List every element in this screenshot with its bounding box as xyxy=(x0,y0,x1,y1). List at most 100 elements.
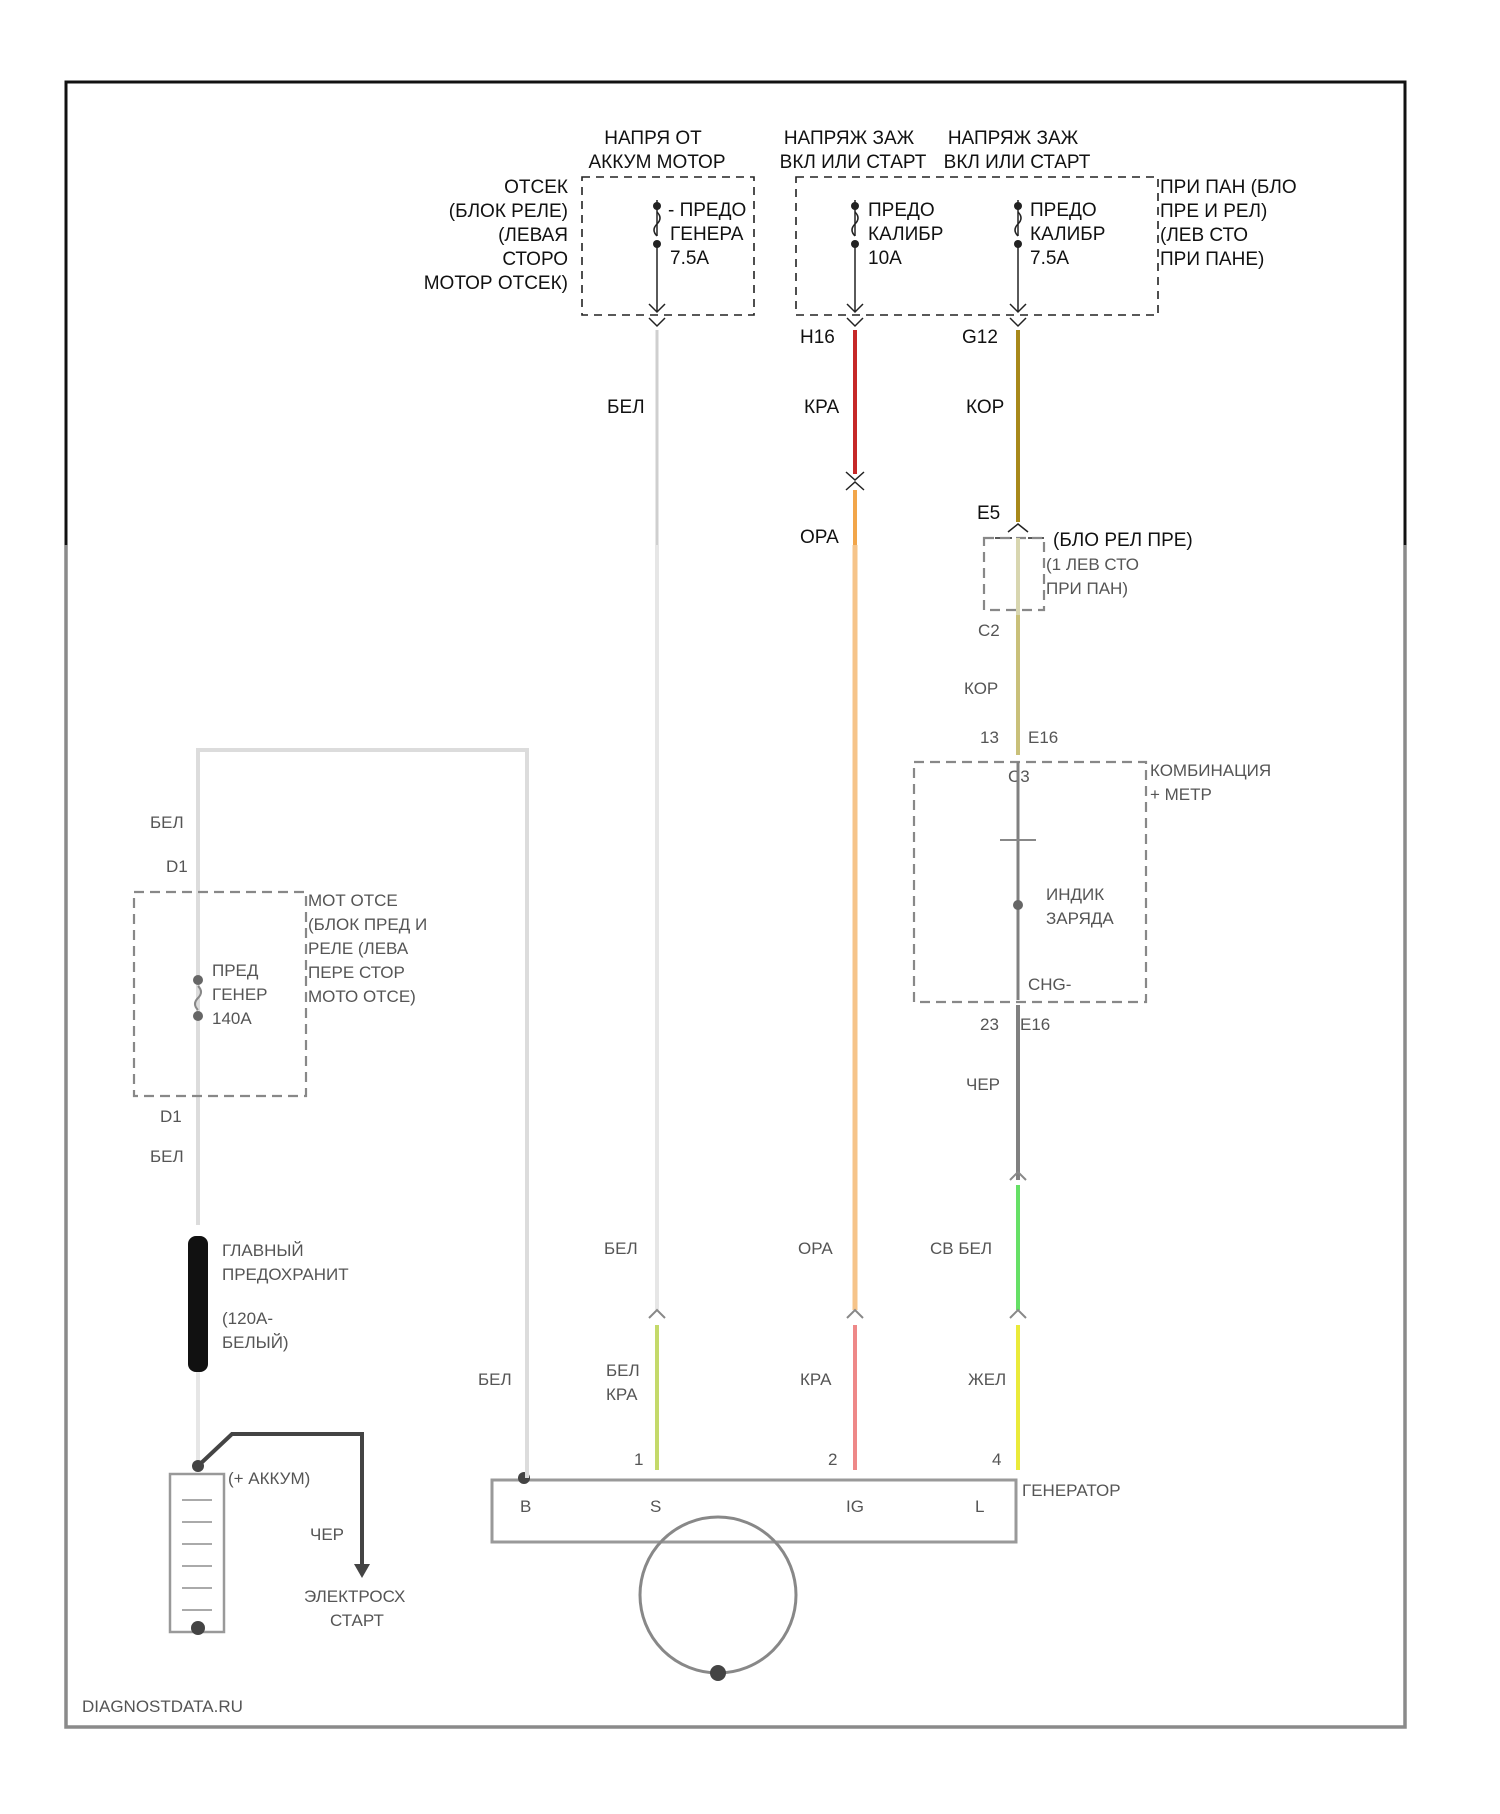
svg-text:БЕЛ: БЕЛ xyxy=(150,813,184,832)
svg-text:СТАРТ: СТАРТ xyxy=(330,1611,384,1630)
svg-text:КАЛИБР: КАЛИБР xyxy=(1030,224,1105,245)
svg-text:(БЛОК РЕЛЕ): (БЛОК РЕЛЕ) xyxy=(449,201,568,222)
svg-text:ПРИ ПАН): ПРИ ПАН) xyxy=(1046,579,1128,598)
svg-text:7.5A: 7.5A xyxy=(1030,248,1069,269)
svg-text:МОТО ОТСЕ): МОТО ОТСЕ) xyxy=(308,987,416,1006)
svg-text:ПРЕД: ПРЕД xyxy=(212,961,259,980)
voltage-ign1-line2: ВКЛ ИЛИ СТАРТ xyxy=(780,152,927,173)
fuse-calibr-7-5a: ПРЕДО КАЛИБР 7.5A xyxy=(1010,200,1105,326)
svg-text:СТОРО: СТОРО xyxy=(502,249,568,270)
svg-text:КРА: КРА xyxy=(800,1370,832,1389)
panel-relay-box xyxy=(796,177,1158,315)
svg-text:ГЕНЕР: ГЕНЕР xyxy=(212,985,268,1004)
svg-text:БЕЛ: БЕЛ xyxy=(606,1361,640,1380)
engine-relay-box-label: ОТСЕК (БЛОК РЕЛЕ) (ЛЕВАЯ СТОРО МОТОР ОТС… xyxy=(424,177,568,294)
svg-text:13: 13 xyxy=(980,728,999,747)
watermark: DIAGNOSTDATA.RU xyxy=(82,1697,243,1716)
svg-text:2: 2 xyxy=(828,1450,837,1469)
svg-text:ЭЛЕКТРОСХ: ЭЛЕКТРОСХ xyxy=(304,1587,405,1606)
svg-text:БЕЛ: БЕЛ xyxy=(478,1370,512,1389)
svg-text:БЕЛ: БЕЛ xyxy=(604,1239,638,1258)
voltage-battery-line1: НАПРЯ ОТ xyxy=(604,128,702,149)
svg-text:МОТ ОТСЕ: МОТ ОТСЕ xyxy=(308,891,398,910)
svg-text:- ПРЕДО: - ПРЕДО xyxy=(668,200,746,221)
svg-text:S: S xyxy=(650,1497,661,1516)
svg-text:(ЛЕВАЯ: (ЛЕВАЯ xyxy=(498,225,568,246)
svg-text:(+ АККУМ): (+ АККУМ) xyxy=(228,1469,310,1488)
svg-text:СВ БЕЛ: СВ БЕЛ xyxy=(930,1239,992,1258)
main-fuse xyxy=(188,1236,208,1372)
svg-text:ПРИ ПАНЕ): ПРИ ПАНЕ) xyxy=(1160,249,1264,270)
svg-text:(120A-: (120A- xyxy=(222,1309,273,1328)
svg-text:ПРЕ И РЕЛ): ПРЕ И РЕЛ) xyxy=(1160,201,1267,222)
svg-text:IG: IG xyxy=(846,1497,864,1516)
svg-text:ИНДИК: ИНДИК xyxy=(1046,885,1104,904)
voltage-ign1-line1: НАПРЯЖ ЗАЖ xyxy=(784,128,915,149)
svg-text:ЧЕР: ЧЕР xyxy=(966,1075,1000,1094)
connector-g12: G12 xyxy=(962,327,998,348)
svg-text:E16: E16 xyxy=(1020,1015,1050,1034)
svg-text:1: 1 xyxy=(634,1450,643,1469)
svg-text:КОР: КОР xyxy=(964,679,998,698)
svg-text:+ МЕТР: + МЕТР xyxy=(1150,785,1212,804)
svg-text:ПРЕДОХРАНИТ: ПРЕДОХРАНИТ xyxy=(222,1265,349,1284)
svg-text:CHG-: CHG- xyxy=(1028,975,1071,994)
relay-block-label: (БЛО РЕЛ ПРЕ) xyxy=(1053,530,1193,551)
generator-rotor xyxy=(640,1517,796,1673)
panel-relay-box-label: ПРИ ПАН (БЛО ПРЕ И РЕЛ) (ЛЕВ СТО ПРИ ПАН… xyxy=(1160,177,1297,270)
svg-text:L: L xyxy=(975,1497,984,1516)
svg-text:ЗАРЯДА: ЗАРЯДА xyxy=(1046,909,1114,928)
header-labels: НАПРЯ ОТ АККУМ МОТОР НАПРЯЖ ЗАЖ ВКЛ ИЛИ … xyxy=(588,128,1090,173)
svg-text:D1: D1 xyxy=(166,857,188,876)
svg-text:ЖЕЛ: ЖЕЛ xyxy=(968,1370,1006,1389)
svg-text:D1: D1 xyxy=(160,1107,182,1126)
svg-text:БЕЛЫЙ): БЕЛЫЙ) xyxy=(222,1333,289,1352)
svg-text:С2: С2 xyxy=(978,621,1000,640)
svg-text:ПРЕДО: ПРЕДО xyxy=(1030,200,1097,221)
svg-text:ЧЕР: ЧЕР xyxy=(310,1525,344,1544)
wire-starter xyxy=(198,1434,362,1566)
svg-text:7.5A: 7.5A xyxy=(670,248,709,269)
svg-text:23: 23 xyxy=(980,1015,999,1034)
voltage-battery-line2: АККУМ МОТОР xyxy=(588,152,725,173)
svg-text:КРА: КРА xyxy=(606,1385,638,1404)
svg-text:(1 ЛЕВ СТО: (1 ЛЕВ СТО xyxy=(1046,555,1139,574)
svg-text:ПРЕДО: ПРЕДО xyxy=(868,200,935,221)
fuse-calibr-10a: ПРЕДО КАЛИБР 10A xyxy=(847,200,943,326)
svg-text:(БЛОК ПРЕД И: (БЛОК ПРЕД И xyxy=(308,915,427,934)
svg-text:ПЕРЕ СТОР: ПЕРЕ СТОР xyxy=(308,963,405,982)
wire-label-kor: КОР xyxy=(966,397,1004,418)
svg-text:(ЛЕВ СТО: (ЛЕВ СТО xyxy=(1160,225,1248,246)
relay-block-box xyxy=(984,538,1044,610)
svg-text:4: 4 xyxy=(992,1450,1001,1469)
voltage-ign2-line1: НАПРЯЖ ЗАЖ xyxy=(948,128,1079,149)
voltage-ign2-line2: ВКЛ ИЛИ СТАРТ xyxy=(944,152,1091,173)
battery xyxy=(170,1474,224,1632)
svg-text:ГЕНЕРА: ГЕНЕРА xyxy=(670,224,744,245)
engine-relay-box xyxy=(582,177,754,315)
wire-label-ora: ОРА xyxy=(800,527,839,548)
svg-text:БЕЛ: БЕЛ xyxy=(150,1147,184,1166)
svg-text:10A: 10A xyxy=(868,248,902,269)
svg-text:ПРИ ПАН (БЛО: ПРИ ПАН (БЛО xyxy=(1160,177,1297,198)
connector-e5-symbol xyxy=(984,524,1044,538)
fuse-generator-7-5a: - ПРЕДО ГЕНЕРА 7.5A xyxy=(649,200,746,326)
svg-text:МОТОР ОТСЕК): МОТОР ОТСЕК) xyxy=(424,273,568,294)
wire-label-bel: БЕЛ xyxy=(607,397,645,418)
svg-text:140A: 140A xyxy=(212,1009,252,1028)
svg-text:B: B xyxy=(520,1497,531,1516)
generator-body xyxy=(492,1480,1016,1542)
inline-connector-red-orange xyxy=(846,472,864,490)
faded-lower-region: (1 ЛЕВ СТО ПРИ ПАН) С2 КОР 13 E16 С3 КОМ… xyxy=(82,538,1271,1716)
svg-text:ГЕНЕРАТОР: ГЕНЕРАТОР xyxy=(1022,1481,1121,1500)
svg-text:ГЛАВНЫЙ: ГЛАВНЫЙ xyxy=(222,1241,304,1260)
wire-label-kra: КРА xyxy=(804,397,839,418)
connector-e5: E5 xyxy=(977,503,1000,524)
svg-text:ОТСЕК: ОТСЕК xyxy=(504,177,568,198)
svg-text:КАЛИБР: КАЛИБР xyxy=(868,224,943,245)
connector-h16: H16 xyxy=(800,327,835,348)
combination-meter-box xyxy=(914,762,1146,1002)
charge-indicator-lamp xyxy=(1013,900,1023,910)
svg-text:ОРА: ОРА xyxy=(798,1239,833,1258)
